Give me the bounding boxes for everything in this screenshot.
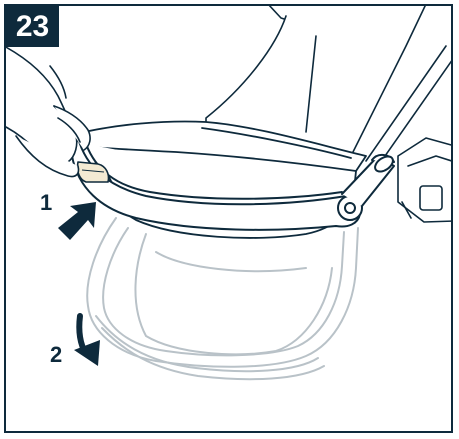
step-number-badge: 23 [6,6,59,47]
seat-folded-ghost [86,217,359,381]
instruction-frame: 23 1 2 [4,4,453,433]
arrow-up-right-icon [58,202,96,240]
stroller-illustration [6,6,451,381]
callout-label-2: 2 [50,342,63,367]
callout-label-1: 1 [40,190,53,215]
arrow-curved-down-icon [74,313,100,366]
hand [6,46,91,178]
